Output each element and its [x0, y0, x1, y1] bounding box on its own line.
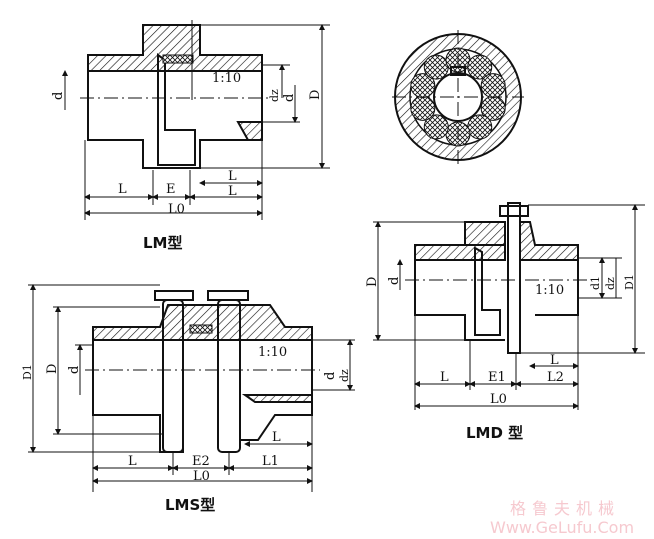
elastomer-lobe — [410, 95, 436, 121]
lmd-coupling-view: L E1 L2 L L0 1:10 D d d1 dz D1 LMD 型 — [365, 202, 645, 442]
lmd-bolt-head — [499, 205, 529, 217]
lms-taper: 1:10 — [258, 345, 287, 360]
lmd-label-L0: L0 — [490, 392, 507, 407]
elastomer-lobe — [423, 54, 449, 80]
lms-title: LMS型 — [165, 496, 215, 514]
watermark-url: Www.GeLufu.Com — [490, 518, 634, 537]
elastomer-lobe — [480, 73, 506, 99]
lms-label-L-left: L — [128, 454, 137, 469]
lmd-claw — [474, 246, 501, 336]
lm-title: LM型 — [143, 234, 183, 252]
lms-label-D: D — [45, 364, 60, 374]
lm-label-d-right: d — [282, 94, 297, 102]
lmd-label-dz: dz — [604, 277, 617, 290]
lm-label-L-top: L — [228, 169, 237, 184]
elastomer-lobe — [467, 114, 493, 140]
lmd-label-D: D — [365, 277, 380, 287]
lm-elastomer — [162, 54, 194, 64]
lmd-label-D1: D1 — [623, 274, 636, 290]
lm-label-dz: dz — [268, 89, 281, 102]
lm-label-d-left: d — [51, 92, 66, 100]
lm-label-D: D — [308, 90, 323, 100]
watermark-cn: 格鲁夫机械 — [510, 499, 620, 518]
lmd-hub-left — [415, 221, 506, 246]
lm-label-E: E — [166, 182, 176, 197]
lm-hub-section — [87, 24, 263, 72]
lms-label-d-left: d — [67, 366, 82, 374]
lms-label-d-right: d — [323, 372, 338, 380]
elastomer-lobe — [410, 73, 436, 99]
lmd-label-L-left: L — [440, 370, 449, 385]
lmd-taper: 1:10 — [535, 283, 564, 298]
elastomer-lobe — [423, 114, 449, 140]
lms-label-L1: L1 — [262, 454, 279, 469]
lmd-hub-right — [519, 221, 579, 261]
lmd-title: LMD 型 — [466, 424, 523, 442]
elastomer-lobe — [467, 54, 493, 80]
lmd-label-L2: L2 — [547, 370, 564, 385]
lms-label-D1: D1 — [21, 364, 34, 380]
lmd-brake-disk — [507, 202, 521, 354]
lmd-label-E1: E1 — [488, 370, 506, 385]
lm-label-L0: L0 — [168, 202, 185, 217]
lmd-label-L-top: L — [550, 353, 559, 368]
lms-label-L-top: L — [272, 430, 281, 445]
lm-label-L-left: L — [118, 182, 127, 197]
lm-coupling-view: L E L L L0 1:10 d dz d D LM型 — [51, 20, 330, 252]
lms-hub-section — [92, 304, 313, 341]
cross-section-view — [392, 30, 524, 165]
lms-bolt-left — [154, 290, 194, 301]
lmd-label-d: d — [387, 277, 402, 285]
lms-label-L0: L0 — [193, 469, 210, 484]
lmd-label-d1: d1 — [589, 276, 602, 290]
lm-taper: 1:10 — [212, 71, 241, 86]
lms-bolt-right — [207, 290, 249, 301]
lm-label-L-right: L — [228, 184, 237, 199]
lms-coupling-view: L E2 L1 L L0 1:10 D1 D d d dz LMS型 — [21, 284, 355, 514]
lms-label-dz: dz — [338, 369, 351, 382]
lms-label-E2: E2 — [192, 454, 210, 469]
